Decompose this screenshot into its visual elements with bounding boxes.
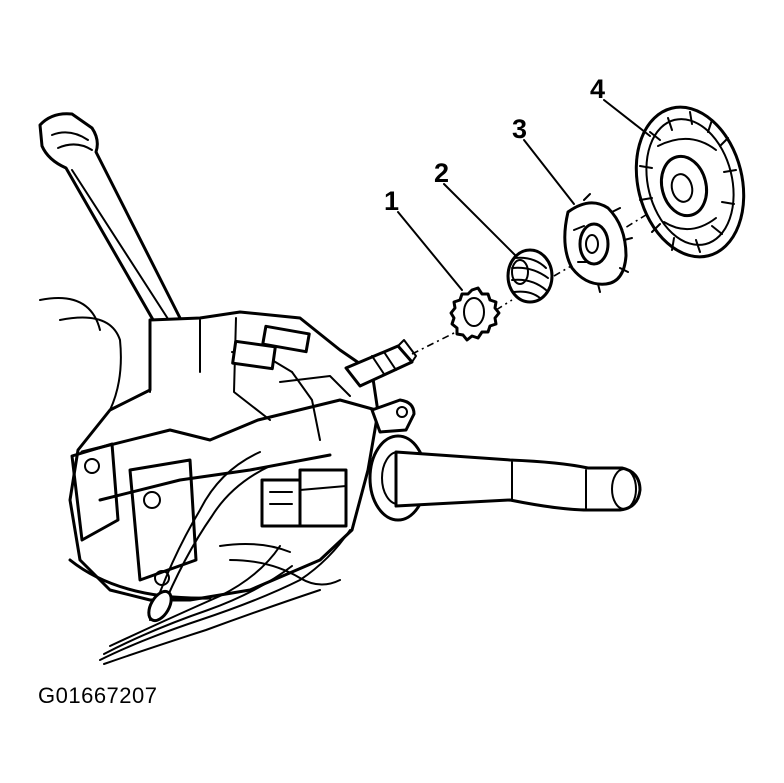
- callout-3: 3: [512, 114, 527, 144]
- callout-2: 2: [434, 158, 449, 188]
- lower-stalk-lever: [368, 398, 642, 522]
- callout-4: 4: [590, 74, 605, 104]
- cancel-cam-part: [563, 193, 633, 293]
- lock-nut-part: [449, 286, 501, 342]
- steering-column-housing: [39, 297, 380, 602]
- hub-plate-part: [634, 105, 746, 259]
- steering-shaft: [344, 339, 417, 388]
- figure-id-label: G01667207: [38, 683, 158, 708]
- upper-stalk-lever: [38, 112, 182, 334]
- wiring-harness: [99, 451, 351, 665]
- spring-part: [506, 248, 554, 304]
- callout-leaders: [397, 99, 651, 291]
- callout-1: 1: [384, 186, 399, 216]
